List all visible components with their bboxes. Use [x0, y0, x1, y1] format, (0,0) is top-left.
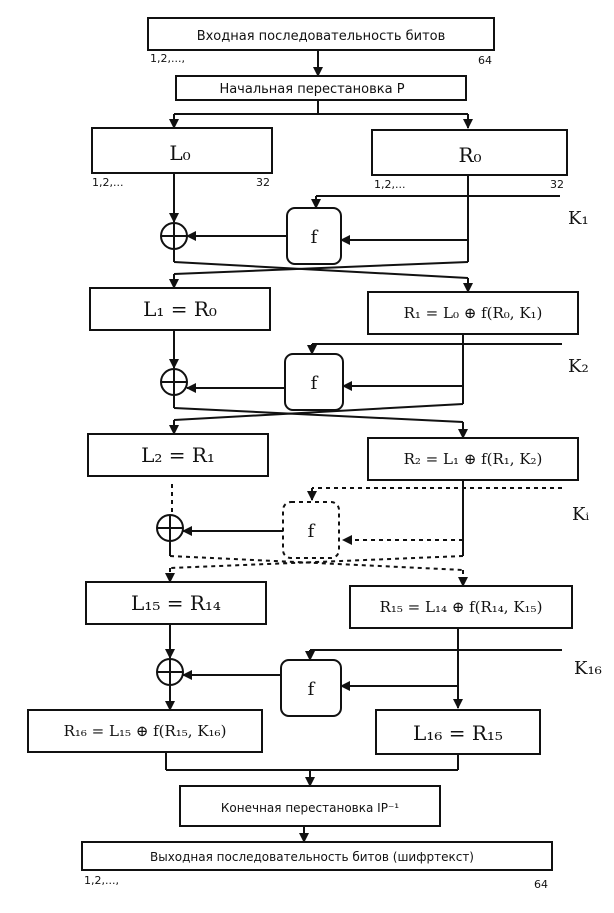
key-1-label: K₁ — [568, 208, 589, 229]
l16-box — [375, 709, 541, 755]
output-sequence-box — [81, 841, 553, 871]
r2-label: R₂ = L₁ ⊕ f(R₁, K₂) — [404, 450, 543, 468]
l2-box — [87, 433, 269, 477]
f-label-1: f — [311, 227, 319, 248]
r0-start-label: 1,2,... — [374, 178, 405, 191]
input-end-label: 64 — [478, 54, 492, 67]
l0-end-label: 32 — [256, 176, 270, 189]
output-sequence-label: Выходная последовательность битов (шифрт… — [150, 850, 474, 864]
input-start-label: 1,2,..., — [150, 52, 185, 65]
output-end-label: 64 — [534, 878, 548, 891]
r2-box — [367, 437, 579, 481]
l0-box — [91, 127, 273, 174]
key-i-label: Kᵢ — [572, 504, 589, 525]
l15-label: L₁₅ = R₁₄ — [131, 591, 221, 615]
l1-box — [89, 287, 271, 331]
l0-start-label: 1,2,... — [92, 176, 123, 189]
r0-end-label: 32 — [550, 178, 564, 191]
f-label-16: f — [308, 679, 316, 700]
key-16-label: K₁₆ — [574, 658, 602, 679]
r0-label: R₀ — [458, 143, 481, 167]
l2-label: L₂ = R₁ — [141, 443, 215, 467]
l1-label: L₁ = R₀ — [143, 297, 217, 321]
r1-box — [367, 291, 579, 335]
r16-box — [27, 709, 263, 753]
initial-permutation-box — [175, 75, 467, 101]
l16-label: L₁₆ = R₁₅ — [413, 721, 503, 745]
r16-label: R₁₆ = L₁₅ ⊕ f(R₁₅, K₁₆) — [64, 722, 227, 740]
input-sequence-label: Входная последовательность битов — [197, 29, 446, 44]
final-permutation-label: Конечная перестановка IP⁻¹ — [221, 801, 399, 815]
r15-box — [349, 585, 573, 629]
key-2-label: K₂ — [568, 356, 589, 377]
l0-label: L₀ — [169, 141, 190, 165]
f-label-i: f — [308, 521, 316, 542]
final-permutation-box — [179, 785, 441, 827]
r0-box — [371, 129, 568, 176]
l15-box — [85, 581, 267, 625]
initial-permutation-label: Начальная перестановка P — [219, 82, 404, 97]
output-start-label: 1,2,..., — [84, 874, 119, 887]
f-label-2: f — [311, 373, 319, 394]
input-sequence-box — [147, 17, 495, 51]
r15-label: R₁₅ = L₁₄ ⊕ f(R₁₄, K₁₅) — [380, 598, 543, 616]
r1-label: R₁ = L₀ ⊕ f(R₀, K₁) — [404, 304, 543, 322]
